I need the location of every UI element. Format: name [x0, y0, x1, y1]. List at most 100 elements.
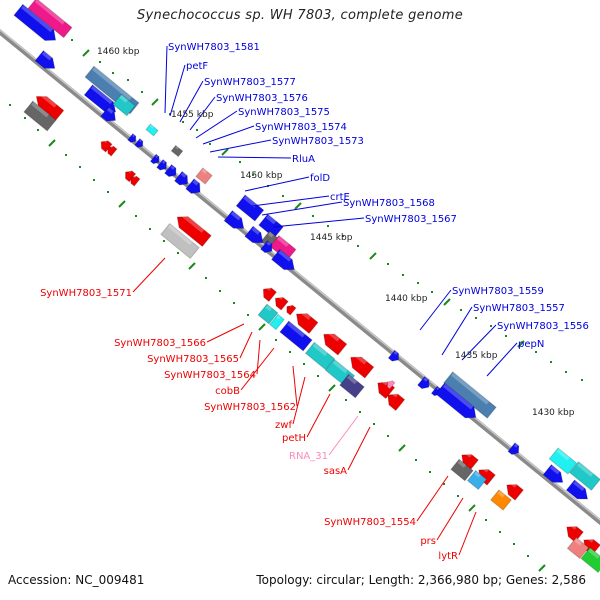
gene-pink: [566, 536, 590, 560]
feature-edge: [145, 123, 159, 137]
feature-highlight: [92, 66, 132, 101]
feature-body: [23, 101, 57, 131]
major-tick: [258, 323, 266, 331]
gene-cyan: [269, 313, 285, 331]
gene-blue: [565, 479, 589, 500]
feature-edge: [416, 375, 430, 390]
scale-label: 1450 kbp: [240, 171, 283, 181]
feature-body: [467, 470, 487, 490]
feature-body: [28, 0, 72, 38]
feature-highlight: [31, 101, 50, 118]
feature-edge: [130, 175, 141, 187]
major-tick: [517, 340, 525, 348]
feature-highlight: [267, 231, 274, 238]
gene-label: SynWH7803_1576: [216, 93, 308, 104]
gene-red: [107, 144, 118, 157]
feature-body: [569, 461, 600, 491]
gene-cyan: [145, 123, 159, 137]
feature-edge: [173, 170, 189, 186]
feature-body: [145, 124, 159, 136]
feature-highlight: [457, 459, 467, 468]
leader-line: [461, 324, 497, 361]
feature-highlight: [586, 535, 594, 543]
feature-highlight: [393, 350, 398, 355]
gene-blue: [435, 382, 477, 419]
feature-edge: [339, 373, 365, 399]
feature-body: [84, 84, 116, 113]
feature-body: [387, 380, 395, 389]
minor-tick: [565, 371, 567, 373]
gene-label: RluA: [292, 154, 315, 165]
feature-highlight: [423, 377, 429, 382]
major-tick: [151, 98, 159, 106]
feature-edge: [163, 163, 177, 178]
feature-body: [107, 146, 117, 157]
minor-tick: [485, 519, 487, 521]
feature-body: [160, 223, 200, 259]
feature-edge: [566, 536, 590, 560]
gene-red: [323, 329, 348, 356]
minor-tick: [527, 555, 529, 557]
major-tick: [328, 384, 336, 392]
major-tick: [369, 252, 377, 260]
scale-label: 1445 kbp: [310, 233, 353, 243]
feature-highlight: [332, 359, 348, 374]
minor-tick: [169, 113, 171, 115]
major-tick: [538, 564, 546, 572]
gene-blue: [223, 209, 245, 229]
feature-edge: [223, 209, 245, 229]
gene-blue: [387, 349, 400, 362]
feature-highlight: [549, 465, 560, 475]
feature-highlight: [265, 285, 272, 291]
gene-blue: [100, 106, 116, 122]
gene-label: folD: [310, 173, 330, 184]
feature-edge: [269, 313, 285, 331]
feature-highlight: [576, 462, 594, 477]
feature-edge: [185, 178, 201, 194]
feature-edge: [100, 106, 116, 122]
gene-blue: [416, 375, 430, 390]
feature-highlight: [556, 448, 570, 461]
feature-highlight: [265, 304, 273, 312]
feature-highlight: [464, 450, 472, 458]
feature-edge: [134, 137, 144, 148]
minor-tick: [135, 215, 137, 217]
major-tick: [221, 148, 229, 156]
feature-highlight: [265, 214, 277, 225]
minor-tick: [177, 252, 179, 254]
feature-edge: [435, 382, 477, 419]
feature-highlight: [346, 374, 358, 385]
feature-body: [171, 145, 183, 157]
major-tick: [398, 444, 406, 452]
major-tick: [188, 262, 196, 270]
feature-body: [177, 216, 212, 247]
minor-tick: [289, 351, 291, 353]
feature-highlight: [451, 372, 490, 405]
minor-tick: [357, 245, 359, 247]
feature-highlight: [266, 241, 272, 246]
gene-rna: [386, 379, 396, 390]
genome-backbone: [0, 28, 600, 526]
feature-highlight: [201, 168, 208, 174]
minor-tick: [275, 339, 277, 341]
gene-gray: [23, 100, 57, 132]
scale-label: 1460 kbp: [97, 47, 140, 57]
minor-tick: [282, 195, 284, 197]
gene-label: SynWH7803_1565: [147, 354, 239, 365]
feature-body: [443, 371, 497, 419]
gene-red: [286, 303, 297, 316]
feature-body: [236, 194, 264, 222]
feature-body: [339, 374, 365, 398]
feature-edge: [350, 356, 375, 379]
minor-tick: [112, 72, 114, 74]
feature-body: [258, 214, 284, 238]
gene-blue: [542, 463, 564, 483]
feature-body: [125, 170, 136, 182]
feature-edge: [466, 469, 488, 491]
gene-pink: [195, 167, 213, 185]
gene-red: [35, 92, 65, 122]
minor-tick: [99, 61, 101, 63]
feature-edge: [565, 479, 589, 500]
leader-line: [164, 45, 168, 114]
